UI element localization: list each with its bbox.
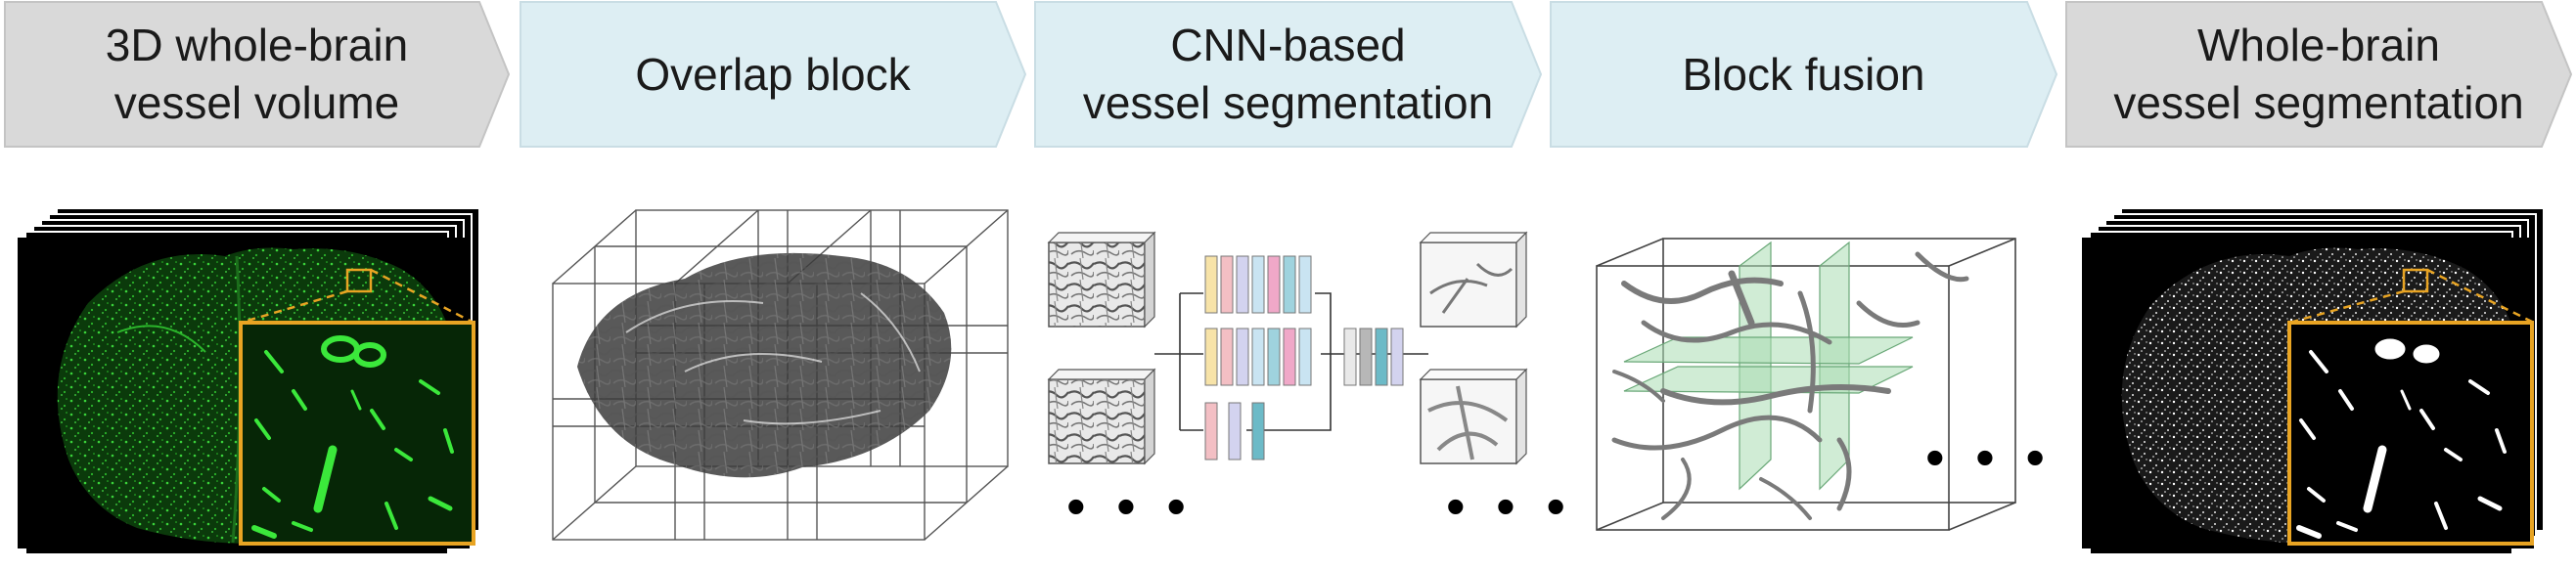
step-label-block-fusion: Block fusion	[1682, 48, 1925, 100]
fusion-frame	[1596, 238, 2016, 531]
cnn-middle-branch	[1204, 328, 1312, 386]
step-arrow-4	[1550, 1, 2058, 148]
step-arrow-3	[1034, 1, 1543, 148]
output-block-1	[1419, 231, 1528, 329]
cnn-network	[1154, 292, 1428, 431]
step-arrow-1	[4, 1, 511, 148]
ellipsis-fusion: • • •	[1925, 426, 2053, 488]
step-label-cnn-segmentation: CNN-based vessel segmentation	[1082, 20, 1494, 128]
ellipsis-input-blocks: • • •	[1066, 475, 1194, 537]
step-label-whole-brain-segmentation: Whole-brain vessel segmentation	[2113, 20, 2524, 128]
cnn-top-branch	[1204, 255, 1312, 314]
step-label-volume: 3D whole-brain vessel volume	[105, 20, 409, 128]
step-arrow-2	[520, 1, 1027, 148]
ellipsis-output-blocks: • • •	[1446, 475, 1573, 537]
zoom-inset-green	[239, 268, 475, 546]
output-block-2	[1419, 368, 1528, 465]
zoom-inset-binary	[2287, 268, 2535, 546]
input-block-1	[1047, 231, 1156, 329]
step-arrow-5	[2065, 1, 2573, 148]
cnn-fusion-head	[1343, 328, 1404, 386]
cnn-bottom-branch	[1204, 402, 1265, 460]
step-label-overlap-block: Overlap block	[635, 48, 911, 100]
brain-3d-render	[577, 252, 952, 478]
input-block-2	[1047, 368, 1156, 465]
fusion-vessels	[1611, 251, 1969, 520]
